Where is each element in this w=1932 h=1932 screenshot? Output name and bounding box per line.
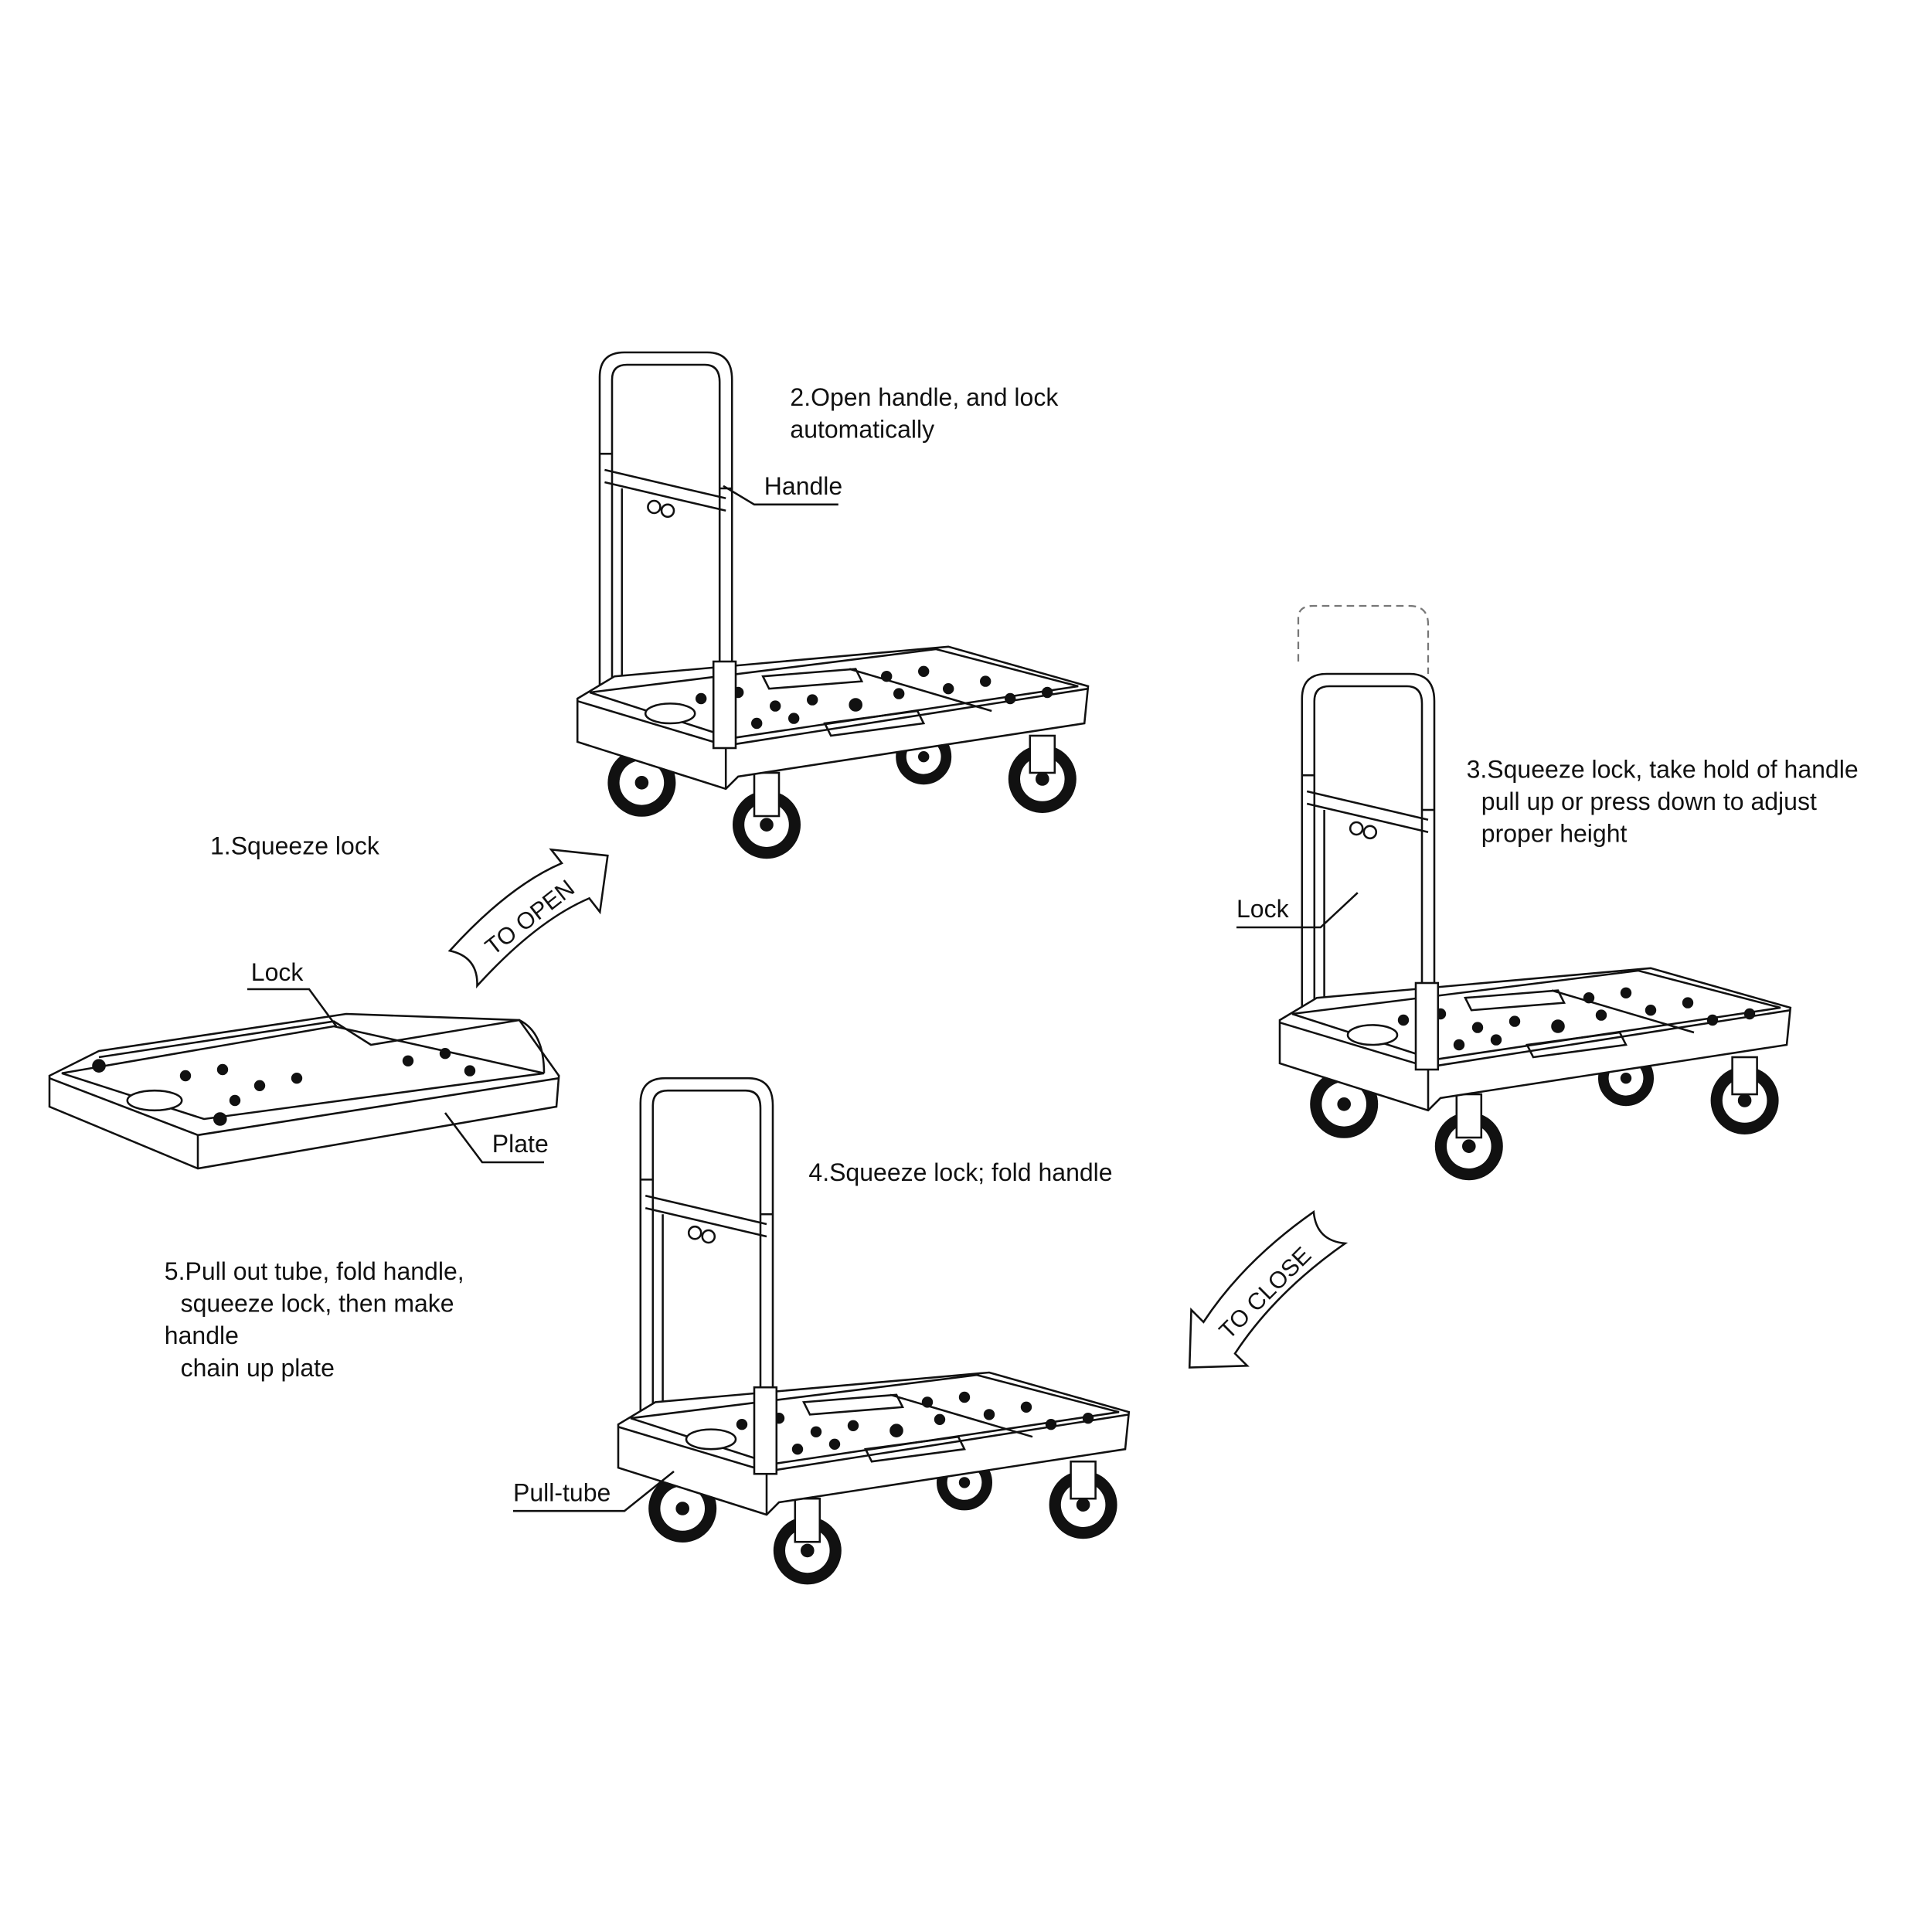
callout-pull-tube-leader bbox=[513, 1471, 675, 1512]
callout-lock-folded: Lock bbox=[251, 958, 304, 986]
callout-handle-leader bbox=[723, 485, 838, 506]
callout-pull-tube: Pull-tube bbox=[513, 1478, 611, 1506]
step2-text-line2: automatically bbox=[790, 415, 934, 443]
step5-text-line1: 5.Pull out tube, fold handle, bbox=[165, 1257, 464, 1285]
cart-adjust-illustration bbox=[1278, 604, 1792, 1181]
callout-lock-folded-leader bbox=[247, 988, 338, 1027]
cart-folded-illustration bbox=[48, 1012, 560, 1170]
to-open-arrow: TO OPEN bbox=[447, 848, 609, 989]
step5-text-line3: handle bbox=[165, 1321, 239, 1349]
step3-text-line1: 3.Squeeze lock, take hold of handle bbox=[1467, 755, 1859, 783]
step1-text: 1.Squeeze lock bbox=[210, 832, 380, 860]
callout-plate-leader bbox=[444, 1112, 544, 1164]
step3-text-line3: proper height bbox=[1481, 820, 1628, 848]
cart-fold-illustration bbox=[617, 1077, 1131, 1585]
step3-text-line2: pull up or press down to adjust bbox=[1481, 787, 1817, 815]
callout-plate: Plate bbox=[492, 1130, 549, 1158]
callout-lock-upright-leader bbox=[1236, 892, 1359, 929]
step2-text-line1: 2.Open handle, and lock bbox=[790, 383, 1059, 411]
to-close-arrow: TO CLOSE bbox=[1188, 1209, 1349, 1369]
callout-lock-upright: Lock bbox=[1236, 895, 1290, 923]
step5-text-line2: squeeze lock, then make bbox=[181, 1290, 454, 1318]
step5-text-line4: chain up plate bbox=[181, 1354, 335, 1382]
callout-handle: Handle bbox=[764, 472, 842, 500]
step4-text: 4.Squeeze lock; fold handle bbox=[808, 1158, 1112, 1186]
